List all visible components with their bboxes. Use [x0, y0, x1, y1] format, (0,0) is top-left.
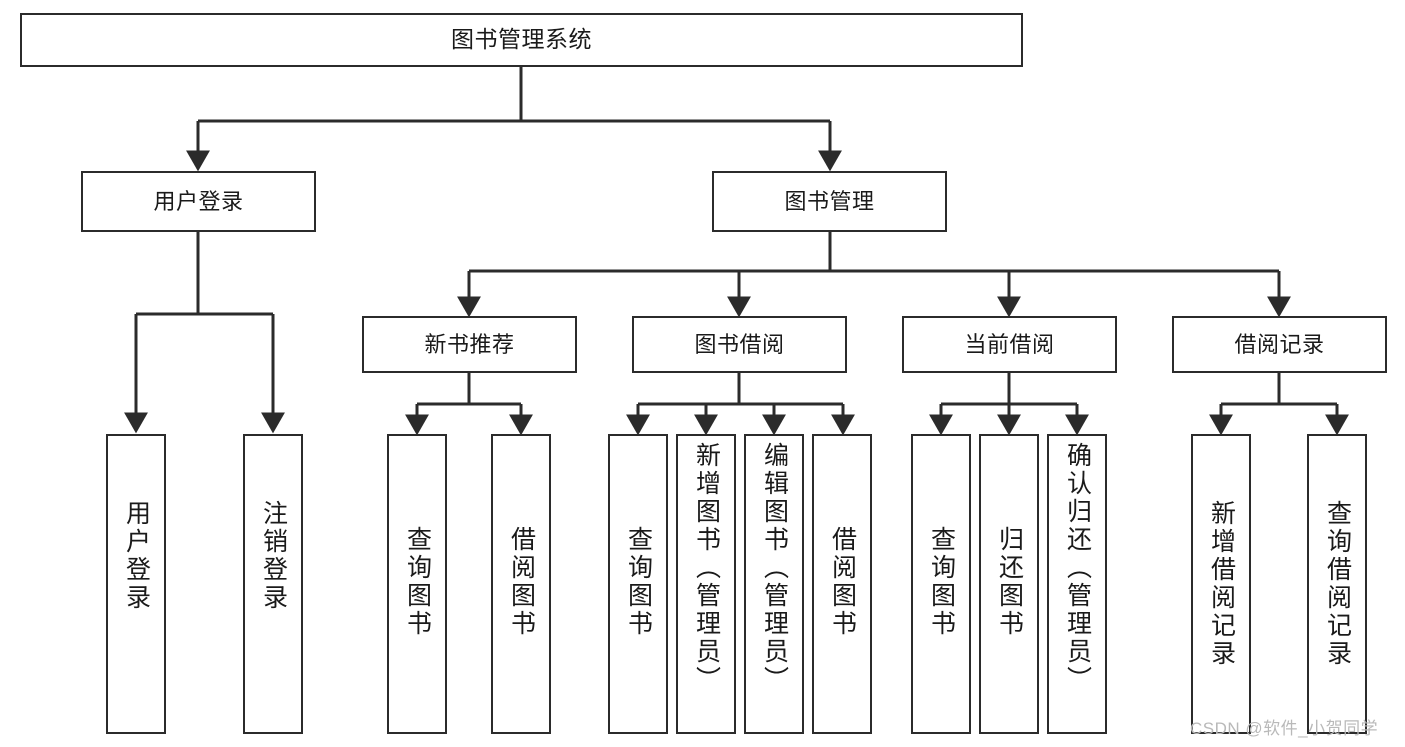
leaf-add-book-admin[interactable]: 新增图书（管理员）: [676, 434, 736, 734]
node-label: 新增借阅记录: [1207, 500, 1236, 668]
node-label: 用户登录: [122, 500, 151, 612]
leaf-query-book-recommend[interactable]: 查询图书: [387, 434, 447, 734]
node-label: 用户登录: [153, 188, 244, 214]
node-label: 新增图书（管理员）: [692, 442, 721, 694]
leaf-logout-login[interactable]: 注销登录: [243, 434, 303, 734]
node-label: 查询图书: [624, 526, 653, 638]
node-label: 当前借阅: [964, 331, 1055, 357]
node-user-login[interactable]: 用户登录: [81, 171, 316, 232]
node-label: 注销登录: [259, 500, 288, 612]
node-current-borrow[interactable]: 当前借阅: [902, 316, 1117, 373]
leaf-add-borrow-record[interactable]: 新增借阅记录: [1191, 434, 1251, 734]
leaf-edit-book-admin[interactable]: 编辑图书（管理员）: [744, 434, 804, 734]
node-label: 图书借阅: [694, 331, 785, 357]
node-label: 编辑图书（管理员）: [760, 442, 789, 694]
leaf-query-borrow-record[interactable]: 查询借阅记录: [1307, 434, 1367, 734]
node-book-borrow[interactable]: 图书借阅: [632, 316, 847, 373]
node-new-book-recommend[interactable]: 新书推荐: [362, 316, 577, 373]
node-root-system[interactable]: 图书管理系统: [20, 13, 1023, 67]
leaf-user-login[interactable]: 用户登录: [106, 434, 166, 734]
csdn-watermark: CSDN @软件_小贺同学: [1190, 719, 1379, 738]
node-label: 确认归还（管理员）: [1063, 442, 1092, 694]
leaf-query-book-current[interactable]: 查询图书: [911, 434, 971, 734]
node-label: 新书推荐: [424, 331, 515, 357]
node-label: 图书管理: [784, 188, 875, 214]
node-borrow-record[interactable]: 借阅记录: [1172, 316, 1387, 373]
node-label: 借阅图书: [828, 526, 857, 638]
node-book-management[interactable]: 图书管理: [712, 171, 947, 232]
node-label: 借阅记录: [1234, 331, 1325, 357]
node-label: 查询借阅记录: [1323, 500, 1352, 668]
node-label: 查询图书: [403, 526, 432, 638]
node-label: 借阅图书: [507, 526, 536, 638]
leaf-confirm-return-admin[interactable]: 确认归还（管理员）: [1047, 434, 1107, 734]
leaf-query-book-borrow[interactable]: 查询图书: [608, 434, 668, 734]
node-label: 图书管理系统: [451, 26, 592, 53]
node-label: 归还图书: [995, 526, 1024, 638]
node-label: 查询图书: [927, 526, 956, 638]
leaf-borrow-book[interactable]: 借阅图书: [812, 434, 872, 734]
leaf-borrow-book-recommend[interactable]: 借阅图书: [491, 434, 551, 734]
leaf-return-book[interactable]: 归还图书: [979, 434, 1039, 734]
